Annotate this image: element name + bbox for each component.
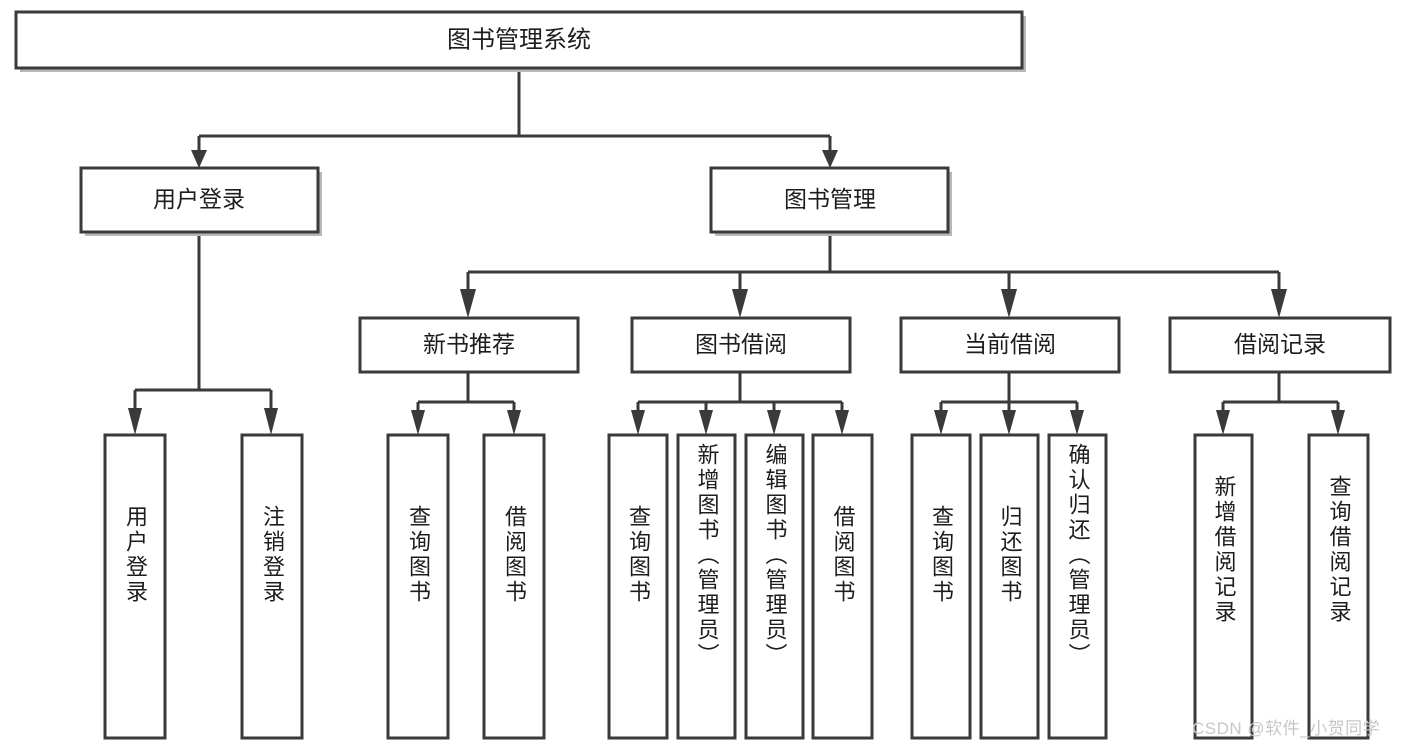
node-book-management[interactable]: 图书管理 — [709, 166, 952, 236]
arrow-head-book-mgmt — [822, 150, 838, 168]
arrow-head-user-login — [191, 150, 207, 168]
node-new-book-recommend[interactable]: 新书推荐 — [358, 316, 580, 374]
arrow-head-borrowrecord-leaf-2 — [1331, 410, 1345, 435]
arrow-head-newbook-leaf-1 — [411, 410, 425, 435]
arrow-head-leaf-user-login — [128, 408, 142, 435]
book-management-label: 图书管理 — [784, 186, 876, 212]
arrow-head-newbook-leaf-2 — [507, 410, 521, 435]
borrow-record-label: 借阅记录 — [1234, 331, 1326, 357]
arrow-head-currentborrow-leaf-1 — [934, 410, 948, 435]
root-box — [14, 10, 1024, 70]
leaf-box-user-login[interactable] — [103, 433, 167, 740]
arrow-head-borrow-record — [1271, 289, 1287, 318]
connectors-group — [128, 68, 1345, 435]
leaf-box-borrow-book-2[interactable] — [811, 433, 874, 740]
node-borrow-record[interactable]: 借阅记录 — [1168, 316, 1392, 374]
arrow-head-new-book — [460, 289, 476, 318]
arrow-head-borrowrecord-leaf-1 — [1216, 410, 1230, 435]
arrow-head-currentborrow-leaf-2 — [1002, 410, 1016, 435]
leaf-box-add-book-admin[interactable] — [676, 433, 737, 740]
leaf-box-return-book[interactable] — [979, 433, 1040, 740]
leaf-box-logout[interactable] — [240, 433, 304, 740]
leaf-box-confirm-return-admin[interactable] — [1047, 433, 1108, 740]
leaf-box-query-book-1[interactable] — [386, 433, 450, 740]
arrow-head-leaf-logout — [264, 408, 278, 435]
current-borrow-label: 当前借阅 — [964, 331, 1056, 357]
leaf-box-query-book-3[interactable] — [910, 433, 972, 740]
book-borrow-box — [630, 316, 852, 374]
node-root-system[interactable]: 图书管理系统 — [14, 10, 1026, 72]
arrow-head-bookborrow-leaf-3 — [767, 410, 781, 435]
book-borrow-label: 图书借阅 — [695, 331, 787, 357]
borrow-record-box — [1168, 316, 1392, 374]
arrow-head-book-borrow — [732, 289, 748, 318]
book-management-box — [709, 166, 950, 234]
new-book-recommend-label: 新书推荐 — [423, 331, 515, 357]
leaf-box-edit-book-admin[interactable] — [744, 433, 805, 740]
user-login-label: 用户登录 — [153, 186, 245, 212]
root-label: 图书管理系统 — [447, 26, 591, 53]
arrow-head-bookborrow-leaf-1 — [631, 410, 645, 435]
leaf-boxes-group — [103, 433, 1370, 740]
leaf-box-query-book-2[interactable] — [607, 433, 669, 740]
arrow-head-current-borrow — [1001, 289, 1017, 318]
new-book-recommend-box — [358, 316, 580, 374]
node-current-borrow[interactable]: 当前借阅 — [899, 316, 1121, 374]
node-book-borrow[interactable]: 图书借阅 — [630, 316, 852, 374]
leaf-box-borrow-book-1[interactable] — [482, 433, 546, 740]
leaf-box-add-borrow-record[interactable] — [1193, 433, 1254, 740]
current-borrow-box — [899, 316, 1121, 374]
user-login-box — [79, 166, 320, 234]
csdn-watermark: CSDN @软件_小贺同学 — [1192, 719, 1381, 738]
leaf-box-query-borrow-record[interactable] — [1307, 433, 1370, 740]
arrow-head-bookborrow-leaf-4 — [835, 410, 849, 435]
arrow-head-currentborrow-leaf-3 — [1070, 410, 1084, 435]
arrow-head-bookborrow-leaf-2 — [699, 410, 713, 435]
node-user-login[interactable]: 用户登录 — [79, 166, 322, 236]
